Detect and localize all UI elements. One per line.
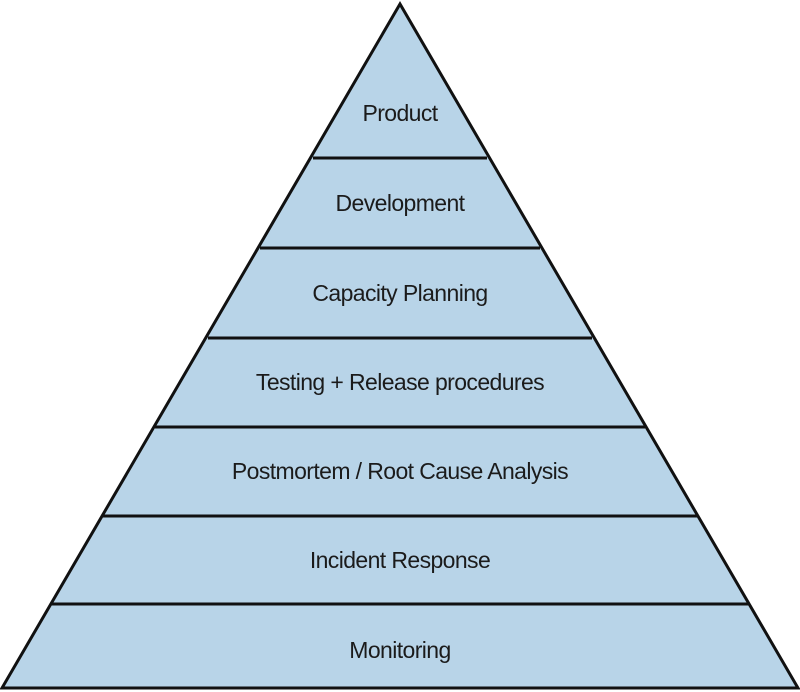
level-label-monitoring: Monitoring bbox=[349, 637, 450, 663]
level-label-capacity-planning: Capacity Planning bbox=[312, 280, 487, 306]
level-label-development: Development bbox=[336, 190, 466, 216]
level-label-testing-release: Testing + Release procedures bbox=[256, 369, 544, 395]
level-label-product: Product bbox=[362, 100, 438, 126]
level-label-incident-response: Incident Response bbox=[310, 547, 490, 573]
level-label-postmortem: Postmortem / Root Cause Analysis bbox=[232, 458, 568, 484]
